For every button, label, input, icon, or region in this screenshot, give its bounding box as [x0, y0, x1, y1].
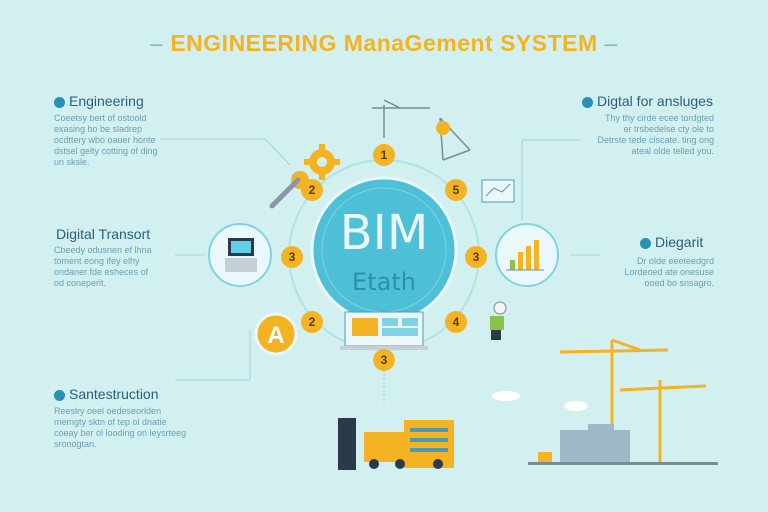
excavator-icon [538, 452, 552, 462]
factory-icon [528, 424, 718, 465]
step-number: 3 [473, 250, 480, 264]
step-number: 2 [309, 315, 316, 329]
desc-line: exasing bo be sladrep [54, 124, 143, 134]
desc-line: ooed bo snsagro. [644, 278, 714, 288]
step-number: 2 [309, 183, 316, 197]
section-digital-right-label: Digtal for ansluges [582, 93, 713, 109]
bullet-icon [54, 96, 65, 108]
title-dash-right: – [604, 30, 618, 56]
desc-line: ocdttery wbo oauer honte [54, 135, 156, 145]
title-text: ENGINEERING ManaGement SYSTEM [170, 30, 598, 56]
bar-chart-icon [506, 240, 544, 271]
page-title: – ENGINEERING ManaGement SYSTEM – [0, 30, 768, 57]
dashboard-laptop-icon [340, 311, 428, 350]
section-engineering-label: Engineering [54, 93, 144, 109]
desc-line: un sksle. [54, 157, 90, 167]
cloud-icon [492, 391, 588, 411]
desc-line: ondaner fde esheces of [54, 267, 149, 277]
connector-lines [160, 138, 600, 405]
tablet-icon [481, 179, 515, 203]
crane-hook-icon [436, 121, 450, 135]
wrench-icon [269, 177, 301, 209]
section-construction-desc: Reeslry oeel oedeseorlden memgty sktn of… [54, 406, 186, 450]
desc-line: od coneperit. [54, 278, 107, 288]
step-markers: 1 2 3 5 2 3 4 3 [281, 144, 487, 371]
section-engineering-desc: Coeetsy bert of ostoold exasing bo be sl… [54, 113, 158, 168]
step-number: 5 [453, 183, 460, 197]
desc-line: Coeetsy bert of ostoold [54, 113, 147, 123]
label-text: Diegarit [655, 234, 704, 250]
label-text: Engineering [69, 93, 144, 109]
step-number: 1 [381, 148, 388, 162]
title-dash-left: – [150, 30, 164, 56]
bullet-icon [54, 389, 65, 401]
bullet-icon [640, 237, 651, 249]
building-icon [338, 418, 454, 470]
bullet-icon [582, 96, 593, 108]
desc-line: memgty sktn of tep ol dnatie [54, 417, 167, 427]
laptop-icon [225, 238, 257, 272]
step-number: 3 [381, 353, 388, 367]
desc-line: toment eong ifey elhy [54, 256, 140, 266]
desc-line: Dr olde eeeteedgrd [636, 256, 714, 266]
badge-letter: A [267, 322, 284, 349]
section-digital-right-desc: Thy thy cirde ecee tordgted er trsbedels… [582, 113, 714, 157]
section-construction-label: Santestruction [54, 386, 159, 402]
section-diagram-label: Diegarit [640, 234, 703, 250]
truck-icon [364, 432, 443, 469]
worker-icon [490, 301, 507, 340]
desc-line: Cbeedy odusnen ef lhna [54, 245, 152, 255]
desc-line: ateal olde telled you. [631, 146, 714, 156]
label-text: Santestruction [69, 386, 159, 402]
desc-line: Detrste tede ciscate. ting ong [597, 135, 714, 145]
desc-line: coeay ber ol looding on leysrteeg [54, 428, 187, 438]
gear-icon [304, 144, 340, 180]
label-text: Digtal for ansluges [597, 93, 713, 109]
desc-line: er trsbedelse cty ole to [623, 124, 714, 134]
desc-line: Thy thy cirde ecee tordgted [604, 113, 714, 123]
step-number: 3 [289, 250, 296, 264]
section-diagram-desc: Dr olde eeeteedgrd Lordeoed ate onesuse … [600, 256, 714, 289]
badge-a [254, 312, 298, 356]
section-digital-transport-label: Digital Transort [56, 226, 151, 242]
desc-line: Lordeoed ate onesuse [624, 267, 714, 277]
desc-line: sronogtan. [54, 439, 97, 449]
section-digital-transport-desc: Cbeedy odusnen ef lhna toment eong ifey … [54, 245, 152, 289]
step-number: 4 [453, 315, 460, 329]
central-circle [310, 176, 458, 324]
desc-line: Reeslry oeel oedeseorlden [54, 406, 162, 416]
desc-line: dstsel gelty cotting of ding [54, 146, 158, 156]
